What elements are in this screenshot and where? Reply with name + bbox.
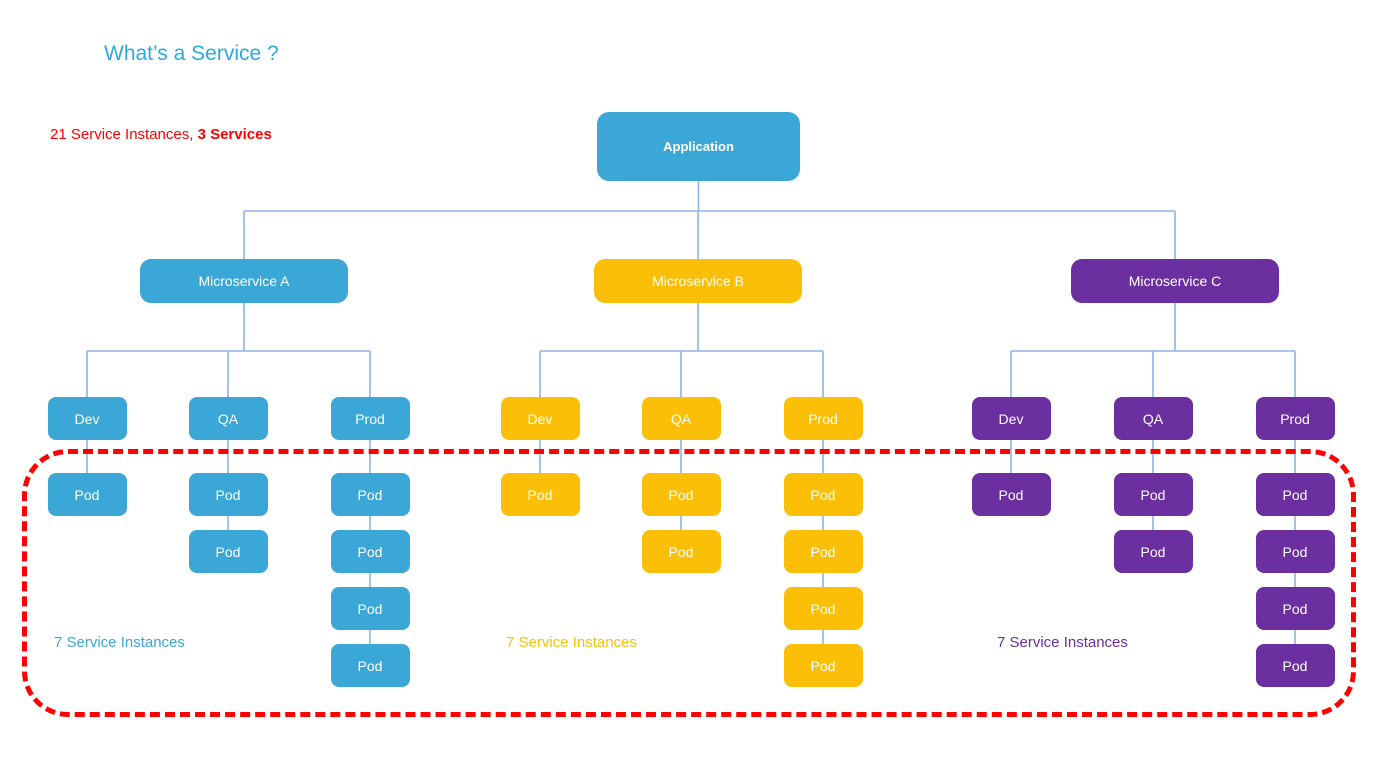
- node-pod-c-qa-1[interactable]: Pod: [1113, 473, 1193, 516]
- node-env-c-qa[interactable]: QA: [1113, 397, 1193, 440]
- node-pod-b-qa-2-label: Pod: [668, 543, 694, 560]
- node-pod-b-prod-4[interactable]: Pod: [783, 644, 863, 687]
- node-pod-a-qa-1-label: Pod: [215, 486, 241, 503]
- node-pod-a-prod-3-label: Pod: [357, 600, 383, 617]
- node-pod-c-dev-1-label: Pod: [998, 486, 1024, 503]
- node-pod-a-qa-2[interactable]: Pod: [188, 530, 268, 573]
- node-env-b-dev-label: Dev: [527, 410, 553, 427]
- node-pod-c-prod-2-label: Pod: [1282, 543, 1308, 560]
- node-pod-b-qa-2[interactable]: Pod: [641, 530, 721, 573]
- node-microservice-c[interactable]: Microservice C: [1071, 259, 1279, 303]
- node-env-a-qa[interactable]: QA: [188, 397, 268, 440]
- node-application-label: Application: [663, 139, 734, 154]
- node-microservice-a-label: Microservice A: [198, 273, 290, 289]
- node-env-b-prod-label: Prod: [808, 410, 838, 427]
- node-pod-a-prod-1[interactable]: Pod: [330, 473, 410, 516]
- node-pod-b-prod-1-label: Pod: [810, 486, 836, 503]
- node-env-c-dev[interactable]: Dev: [971, 397, 1051, 440]
- node-env-b-dev[interactable]: Dev: [500, 397, 580, 440]
- page-title: What’s a Service ?: [104, 42, 279, 65]
- node-env-c-dev-label: Dev: [998, 410, 1024, 427]
- node-pod-b-prod-4-label: Pod: [810, 657, 836, 674]
- node-pod-b-qa-1-label: Pod: [668, 486, 694, 503]
- node-microservice-b[interactable]: Microservice B: [594, 259, 802, 303]
- instances-label-b: 7 Service Instances: [506, 634, 637, 651]
- node-pod-b-dev-1-label: Pod: [527, 486, 553, 503]
- node-pod-b-prod-3-label: Pod: [810, 600, 836, 617]
- instances-label-a: 7 Service Instances: [54, 634, 185, 651]
- node-pod-a-prod-3[interactable]: Pod: [330, 587, 410, 630]
- summary-prefix: 21 Service Instances,: [50, 126, 198, 143]
- node-pod-a-prod-2[interactable]: Pod: [330, 530, 410, 573]
- node-pod-c-prod-2[interactable]: Pod: [1255, 530, 1335, 573]
- node-pod-b-prod-1[interactable]: Pod: [783, 473, 863, 516]
- node-env-c-prod[interactable]: Prod: [1255, 397, 1335, 440]
- node-pod-c-prod-4-label: Pod: [1282, 657, 1308, 674]
- node-pod-a-prod-2-label: Pod: [357, 543, 383, 560]
- node-pod-c-prod-4[interactable]: Pod: [1255, 644, 1335, 687]
- node-pod-c-dev-1[interactable]: Pod: [971, 473, 1051, 516]
- summary-caption: 21 Service Instances, 3 Services: [50, 126, 272, 143]
- node-env-b-qa[interactable]: QA: [641, 397, 721, 440]
- node-env-a-dev-label: Dev: [74, 410, 100, 427]
- node-pod-b-prod-2-label: Pod: [810, 543, 836, 560]
- node-env-c-qa-label: QA: [1142, 410, 1164, 427]
- node-pod-c-prod-1[interactable]: Pod: [1255, 473, 1335, 516]
- node-pod-c-prod-3[interactable]: Pod: [1255, 587, 1335, 630]
- node-env-a-prod[interactable]: Prod: [330, 397, 410, 440]
- node-pod-a-qa-1[interactable]: Pod: [188, 473, 268, 516]
- node-pod-c-prod-1-label: Pod: [1282, 486, 1308, 503]
- node-application[interactable]: Application: [597, 112, 800, 181]
- node-pod-c-qa-2-label: Pod: [1140, 543, 1166, 560]
- node-pod-c-prod-3-label: Pod: [1282, 600, 1308, 617]
- node-env-a-dev[interactable]: Dev: [47, 397, 127, 440]
- node-env-a-qa-label: QA: [217, 410, 239, 427]
- node-pod-a-prod-4-label: Pod: [357, 657, 383, 674]
- node-pod-b-prod-2[interactable]: Pod: [783, 530, 863, 573]
- node-pod-c-qa-1-label: Pod: [1140, 486, 1166, 503]
- node-env-b-prod[interactable]: Prod: [783, 397, 863, 440]
- node-microservice-a[interactable]: Microservice A: [140, 259, 348, 303]
- node-env-c-prod-label: Prod: [1280, 410, 1310, 427]
- node-pod-b-prod-3[interactable]: Pod: [783, 587, 863, 630]
- summary-strong: 3 Services: [197, 126, 272, 143]
- node-pod-a-dev-1[interactable]: Pod: [47, 473, 127, 516]
- node-microservice-c-label: Microservice C: [1128, 273, 1222, 289]
- instances-label-c: 7 Service Instances: [997, 634, 1128, 651]
- node-env-a-prod-label: Prod: [355, 410, 385, 427]
- node-pod-c-qa-2[interactable]: Pod: [1113, 530, 1193, 573]
- node-pod-a-dev-1-label: Pod: [74, 486, 100, 503]
- node-env-b-qa-label: QA: [670, 410, 692, 427]
- node-pod-a-qa-2-label: Pod: [215, 543, 241, 560]
- node-microservice-b-label: Microservice B: [652, 273, 744, 289]
- node-pod-b-qa-1[interactable]: Pod: [641, 473, 721, 516]
- node-pod-b-dev-1[interactable]: Pod: [500, 473, 580, 516]
- node-pod-a-prod-4[interactable]: Pod: [330, 644, 410, 687]
- node-pod-a-prod-1-label: Pod: [357, 486, 383, 503]
